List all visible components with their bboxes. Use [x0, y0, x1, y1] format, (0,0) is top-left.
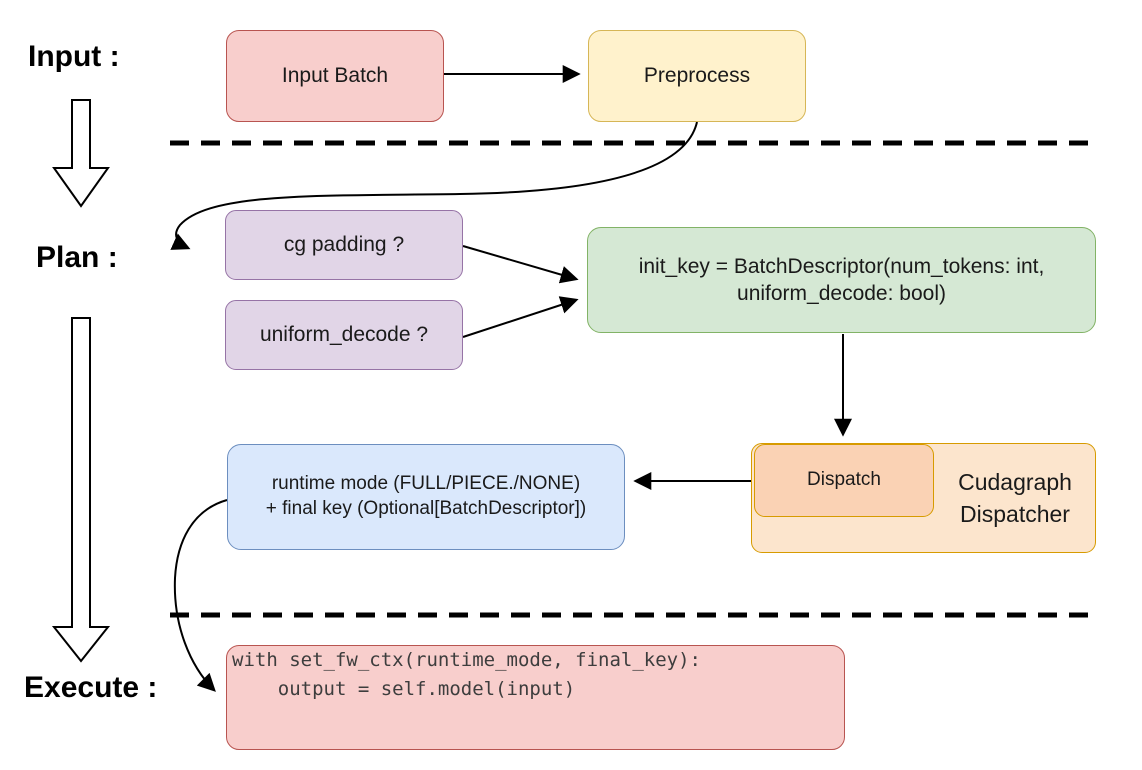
node-dispatch-label: Dispatch — [807, 469, 881, 491]
code-line2: output = self.model(input) — [232, 678, 576, 701]
node-runtime-mode: runtime mode (FULL/PIECE./NONE) + final … — [227, 444, 625, 550]
node-init-key-line2: uniform_decode: bool) — [737, 282, 946, 305]
stage-arrow-input-to-plan — [52, 99, 110, 208]
node-execute-code: with set_fw_ctx(runtime_mode, final_key)… — [226, 645, 845, 750]
node-preprocess: Preprocess — [588, 30, 806, 122]
node-init-key: init_key = BatchDescriptor(num_tokens: i… — [587, 227, 1096, 333]
node-runtime-line1: runtime mode (FULL/PIECE./NONE) — [271, 473, 581, 495]
node-uniform-decode: uniform_decode ? — [225, 300, 463, 370]
node-cg-padding: cg padding ? — [225, 210, 463, 280]
stage-label-plan: Plan : — [36, 241, 118, 274]
node-preprocess-label: Preprocess — [643, 64, 751, 88]
cudagraph-label-line2: Dispatcher — [960, 501, 1070, 527]
connector-cgpadding-to-initkey — [462, 245, 579, 284]
cudagraph-label-line1: Cudagraph — [958, 468, 1072, 495]
node-init-key-line1: init_key = BatchDescriptor(num_tokens: i… — [638, 254, 1045, 278]
stage-arrow-plan-to-execute — [51, 317, 111, 663]
node-cudagraph-dispatcher-label: Cudagraph Dispatcher — [934, 443, 1096, 553]
node-uniform-decode-label: uniform_decode ? — [259, 323, 429, 347]
stage-label-execute: Execute : — [24, 671, 158, 704]
node-dispatch: Dispatch — [754, 444, 934, 517]
code-line1: with set_fw_ctx(runtime_mode, final_key)… — [232, 649, 701, 671]
node-cg-padding-label: cg padding ? — [283, 233, 405, 257]
node-input-batch-label: Input Batch — [281, 64, 389, 88]
node-input-batch: Input Batch — [226, 30, 444, 122]
connector-uniformdecode-to-initkey — [462, 296, 579, 338]
node-runtime-line2: + final key (Optional[BatchDescriptor]) — [265, 498, 587, 519]
connector-runtime-to-code — [173, 499, 228, 692]
stage-label-input: Input : — [28, 40, 120, 73]
